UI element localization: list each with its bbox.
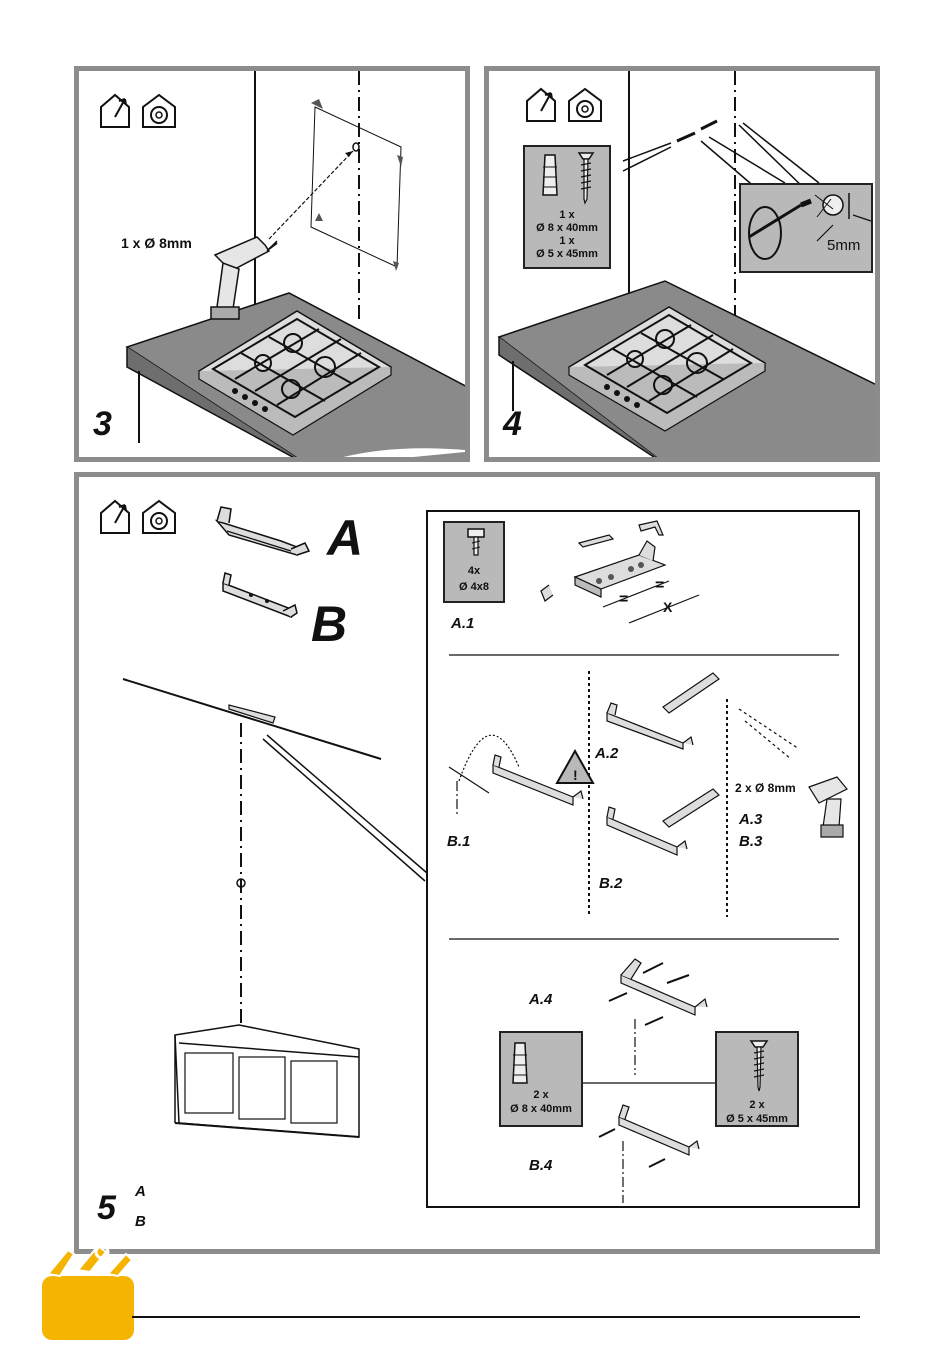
house-extraction-icon — [101, 95, 129, 127]
wall-plug-icon — [513, 1043, 527, 1083]
b4-label: B.4 — [529, 1157, 552, 1174]
panel-step-3: 1 x Ø 8mm 3 — [74, 66, 470, 462]
wall-cabinet — [175, 1025, 359, 1137]
screw-gap-detail: 5mm — [739, 183, 873, 273]
step-number: 4 — [503, 405, 522, 444]
panel-step-4: 1 x Ø 8 x 40mm 1 x Ø 5 x 45mm 5mm 4 — [484, 66, 880, 462]
a1-equal-mark-2: = — [655, 577, 664, 595]
plug-size: Ø 8 x 40mm — [501, 1103, 581, 1115]
fixings-box: 1 x Ø 8 x 40mm 1 x Ø 5 x 45mm — [523, 145, 611, 269]
wall-plug-icon — [543, 155, 557, 195]
a1-screw-box: 4x Ø 4x8 — [443, 521, 505, 603]
screw-size: Ø 5 x 45mm — [717, 1113, 797, 1125]
variant-a-label: A — [327, 509, 363, 567]
a4-label: A.4 — [529, 991, 552, 1008]
panel-step-5: A B 4x Ø 4x8 A.1 = = X A.2 B.1 B.2 A.3 B… — [74, 472, 880, 1254]
house-recirculation-icon — [569, 89, 601, 121]
a1-screw-qty: 4x — [445, 565, 503, 577]
footer-rule — [132, 1316, 860, 1318]
drill-size-label: 2 x Ø 8mm — [735, 781, 796, 795]
fixing-size-1: Ø 8 x 40mm — [525, 222, 609, 234]
warning-glyph: ! — [573, 767, 578, 783]
house-extraction-icon — [101, 501, 129, 533]
a3-label: A.3 — [739, 811, 762, 828]
plug-qty: 2 x — [501, 1089, 581, 1101]
a1-x-mark: X — [663, 599, 672, 615]
panel-3-illustration — [79, 71, 470, 462]
screw-box: 2 x Ø 5 x 45mm — [715, 1031, 799, 1127]
a1-screw-size: Ø 4x8 — [445, 581, 503, 593]
a2-label: A.2 — [595, 745, 618, 762]
bracket-a-illustration — [217, 507, 309, 555]
plug-box: 2 x Ø 8 x 40mm — [499, 1031, 583, 1127]
toolbox-icon — [38, 1240, 148, 1344]
house-extraction-icon — [527, 89, 555, 121]
a1-label: A.1 — [451, 615, 474, 632]
b3-label: B.3 — [739, 833, 762, 850]
house-recirculation-icon — [143, 501, 175, 533]
bracket-b-illustration — [223, 573, 297, 617]
step-sub-b: B — [135, 1213, 146, 1230]
fixing-size-2: Ø 5 x 45mm — [525, 248, 609, 260]
step-number: 3 — [93, 405, 112, 444]
gap-label: 5mm — [827, 237, 860, 254]
a1-equal-mark-1: = — [619, 591, 628, 609]
screw-qty: 2 x — [717, 1099, 797, 1111]
fixing-qty-1: 1 x — [525, 209, 609, 221]
fixing-qty-2: 1 x — [525, 235, 609, 247]
b2-label: B.2 — [599, 875, 622, 892]
step-number: 5 — [97, 1189, 116, 1228]
b1-label: B.1 — [447, 833, 470, 850]
variant-b-label: B — [311, 595, 347, 653]
drill-size-label: 1 x Ø 8mm — [121, 235, 192, 251]
step-sub-a: A — [135, 1183, 146, 1200]
screw-icon — [468, 529, 484, 555]
screw-icon — [579, 153, 593, 203]
house-recirculation-icon — [143, 95, 175, 127]
screw-icon — [751, 1041, 767, 1091]
